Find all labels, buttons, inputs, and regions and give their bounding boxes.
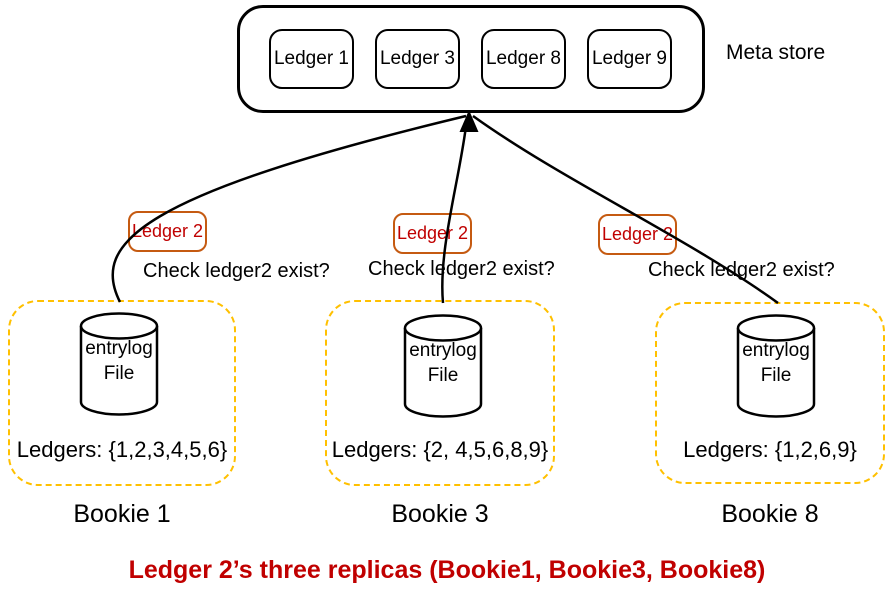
meta-ledger-1-label: Ledger 1: [273, 48, 349, 69]
meta-ledger-8-label: Ledger 8: [485, 48, 561, 69]
meta-store-box: Ledger 1 Ledger 3 Ledger 8 Ledger 9: [237, 5, 705, 113]
ledgers-set-bookie1: Ledgers: {1,2,3,4,5,6}: [16, 437, 228, 462]
check-question-bookie3: Check ledger2 exist?: [368, 258, 555, 280]
ledger2-tag-bookie3-label: Ledger 2: [396, 223, 469, 243]
ledger2-tag-bookie8: Ledger 2: [598, 214, 677, 255]
meta-ledger-3-label: Ledger 3: [379, 48, 455, 69]
ledger2-tag-bookie3: Ledger 2: [393, 213, 472, 254]
meta-ledger-8: Ledger 8: [481, 29, 566, 89]
ledger2-tag-bookie1-label: Ledger 2: [131, 221, 204, 241]
meta-ledger-9-label: Ledger 9: [591, 48, 667, 69]
ledger2-tag-bookie8-label: Ledger 2: [601, 224, 674, 244]
entrylog-label-bookie3: entrylog File: [409, 340, 477, 386]
ledgers-set-bookie8: Ledgers: {1,2,6,9}: [683, 437, 857, 462]
entrylog-label-bookie1: entrylog File: [85, 338, 153, 384]
meta-store-label: Meta store: [726, 41, 826, 64]
entrylog-cylinder-bookie3: [403, 314, 483, 418]
meta-ledger-1: Ledger 1: [269, 29, 354, 89]
ledger2-tag-bookie1: Ledger 2: [128, 211, 207, 252]
entrylog-cylinder-bookie8: [736, 314, 816, 418]
entrylog-cylinder-bookie1: [79, 312, 159, 416]
bookie8-name: Bookie 8: [721, 500, 819, 528]
meta-ledger-3: Ledger 3: [375, 29, 460, 89]
bookie1-name: Bookie 1: [73, 500, 171, 528]
ledgers-set-bookie3: Ledgers: {2, 4,5,6,8,9}: [331, 437, 549, 462]
check-question-bookie1: Check ledger2 exist?: [143, 260, 330, 282]
entrylog-label-bookie8: entrylog File: [742, 340, 810, 386]
meta-ledger-9: Ledger 9: [587, 29, 672, 89]
check-question-bookie8: Check ledger2 exist?: [648, 259, 835, 281]
bookie3-name: Bookie 3: [391, 500, 489, 528]
diagram-caption: Ledger 2’s three replicas (Bookie1, Book…: [128, 556, 766, 584]
arrowhead-up-icon: [459, 110, 479, 132]
